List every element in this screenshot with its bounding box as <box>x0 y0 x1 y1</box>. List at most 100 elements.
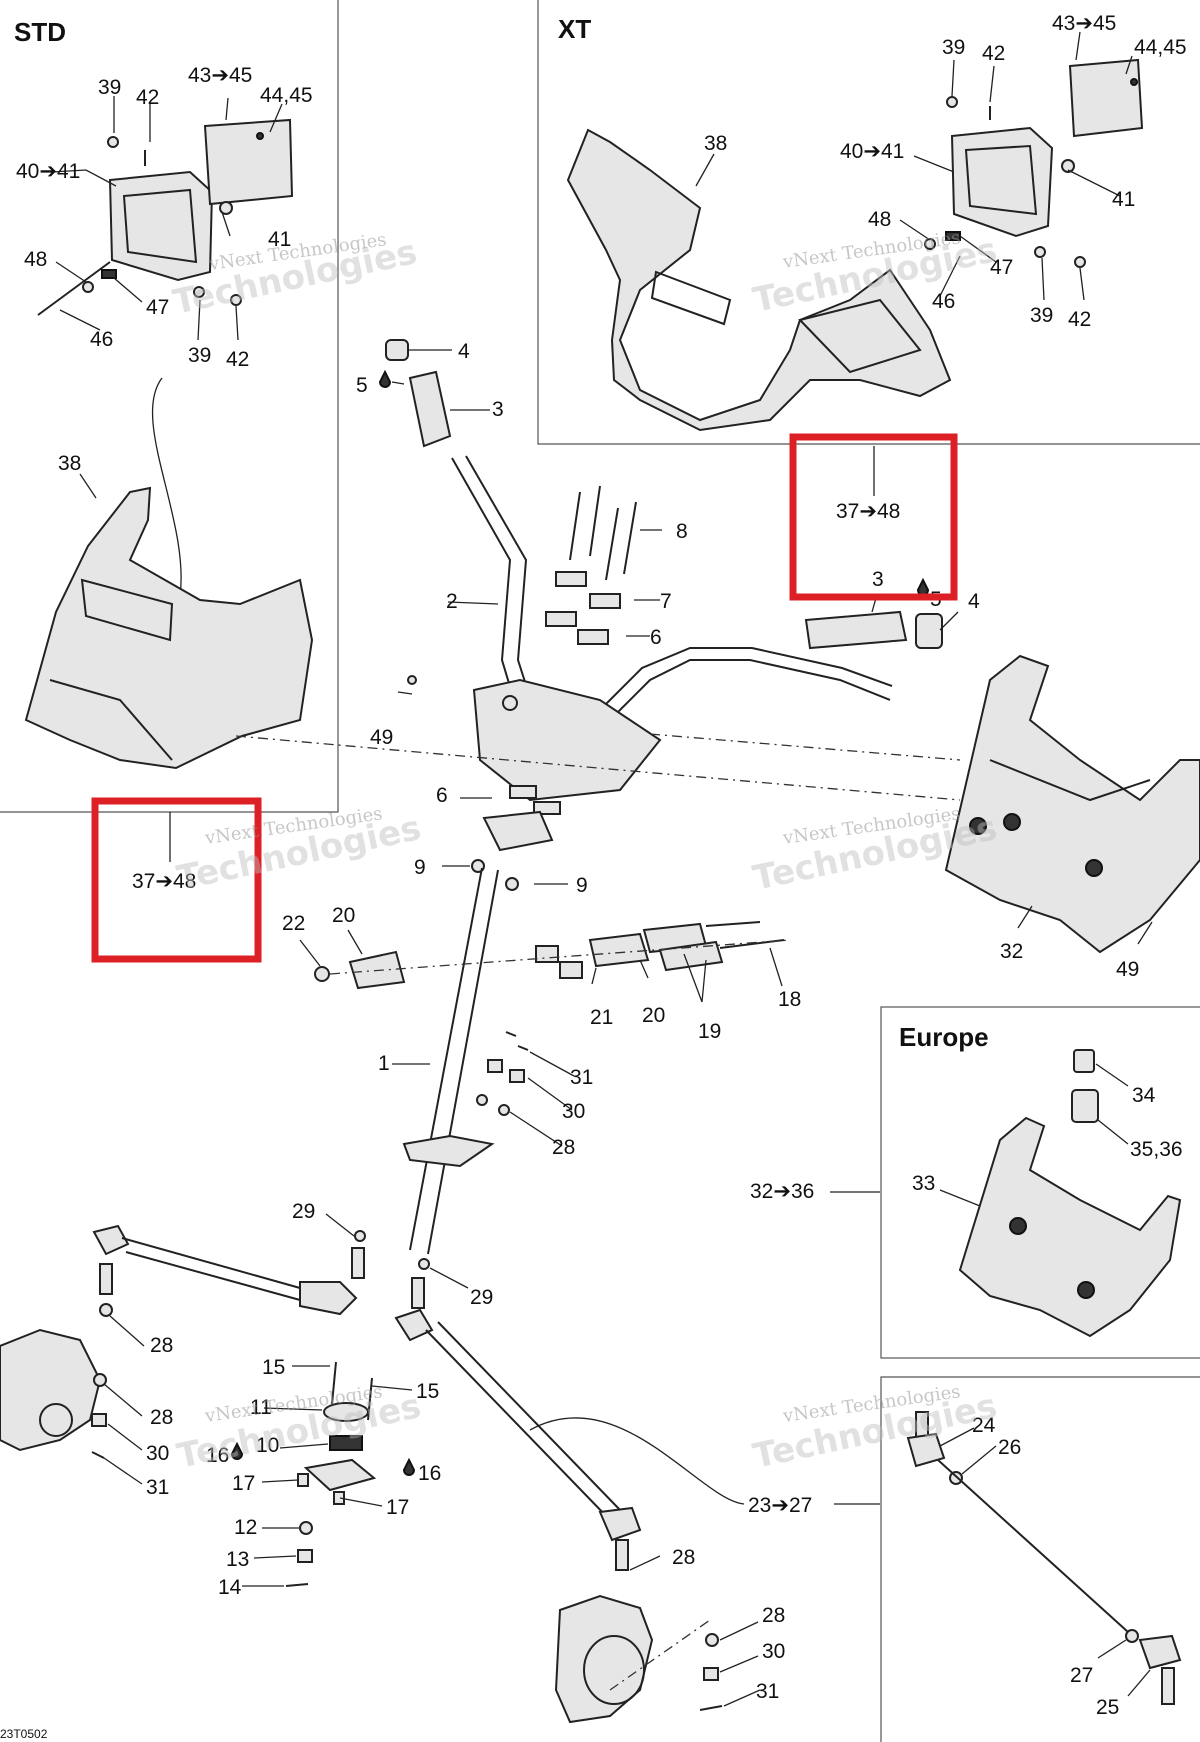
clamp-7-right <box>589 593 621 609</box>
left-rod-end <box>92 1224 130 1256</box>
callout-eu-34: 34 <box>1132 1084 1156 1107</box>
tierod-panel-frame <box>880 1376 1200 1742</box>
nut-17-right <box>333 1491 345 1505</box>
callout-xt-42b: 42 <box>1068 308 1091 331</box>
callout-5: 5 <box>356 374 368 397</box>
right-grip-group <box>804 577 943 650</box>
xt-headlight-bulb-unit <box>1068 58 1144 138</box>
tierod-detail <box>906 1411 1182 1705</box>
jam-nut-27 <box>1125 1629 1139 1643</box>
top-grip-group <box>378 339 452 448</box>
callout-49: 49 <box>370 726 393 749</box>
right-grip <box>804 610 908 650</box>
section-title-std: STD <box>14 17 66 47</box>
callout-xt-47: 47 <box>990 256 1013 279</box>
column-flange <box>402 1134 495 1168</box>
washer-29-left <box>354 1230 366 1242</box>
std-arrow-curve <box>151 377 182 597</box>
jam-nut-26 <box>949 1471 963 1485</box>
callout-11: 11 <box>250 1396 272 1419</box>
left-rod-shaft-2 <box>125 1251 301 1301</box>
tierod-end-bottom <box>1138 1634 1182 1670</box>
steering-column <box>402 867 499 1255</box>
callout-31c: 31 <box>756 1680 779 1703</box>
callout-r3: 3 <box>872 568 884 591</box>
washer-28-right <box>705 1633 719 1647</box>
callout-12: 12 <box>234 1516 257 1539</box>
europe-knob-1 <box>1009 1217 1027 1235</box>
clamp-6-left <box>545 611 577 627</box>
callout-29: 29 <box>292 1200 315 1223</box>
std-bolt <box>37 261 111 316</box>
callout-xt-43-45: 43➔45 <box>1052 12 1116 35</box>
europe-switch-34 <box>1073 1049 1095 1073</box>
xt-panel-frame <box>537 0 1200 445</box>
callout-std-39b: 39 <box>188 344 211 367</box>
screw-49 <box>407 675 417 685</box>
center-rod-shaft-2 <box>437 1321 623 1513</box>
std-headlight-bulb-unit <box>203 118 294 206</box>
washer-29-right <box>418 1258 430 1270</box>
callout-std-40-41: 40➔41 <box>16 160 80 183</box>
callout-30: 30 <box>562 1100 585 1123</box>
tierod-end-top <box>906 1432 946 1468</box>
washer-12 <box>299 1521 313 1535</box>
std-headlight-leaders <box>51 96 283 341</box>
bracket-20-right <box>588 932 650 968</box>
callout-20b: 20 <box>642 1004 665 1027</box>
xt-screw-2 <box>1074 256 1086 268</box>
xt-fairing-guard <box>798 298 922 374</box>
callout-std-39: 39 <box>98 76 121 99</box>
callout-16b: 16 <box>418 1462 441 1485</box>
left-knuckle <box>0 1263 113 1459</box>
callout-std-41: 41 <box>268 228 291 251</box>
callout-xt-40-41: 40➔41 <box>840 140 904 163</box>
callout-17b: 17 <box>386 1496 409 1519</box>
column-hardware <box>476 1031 529 1116</box>
console-32 <box>944 654 1200 954</box>
callout-13: 13 <box>226 1548 249 1571</box>
right-stud <box>411 1277 425 1309</box>
callout-std-38: 38 <box>58 452 81 475</box>
callout-28c: 28 <box>150 1406 173 1429</box>
std-washer-2 <box>82 281 94 293</box>
callout-17: 17 <box>232 1472 255 1495</box>
adhesive-drop-icon <box>378 369 392 388</box>
leader-2 <box>447 601 499 605</box>
left-knuckle-stud <box>99 1263 113 1295</box>
callout-25: 25 <box>1096 1696 1119 1719</box>
callout-28e: 28 <box>762 1604 785 1627</box>
callout-xt-46: 46 <box>932 290 955 313</box>
clamp-6-right <box>577 629 609 645</box>
std-headlight-opening <box>122 188 198 264</box>
xt-nut <box>1061 159 1075 173</box>
xt-washer-3 <box>1034 246 1046 258</box>
console-body <box>944 654 1200 954</box>
std-fairing-decal <box>80 578 174 642</box>
left-tie-rod <box>92 1224 366 1316</box>
left-rod-shaft <box>121 1237 301 1289</box>
std-fairing-body <box>24 486 314 770</box>
bearing-plate <box>303 1458 377 1492</box>
callout-xt-48: 48 <box>868 208 891 231</box>
linkage-group <box>314 921 785 990</box>
callout-6b: 6 <box>436 784 448 807</box>
callout-2: 2 <box>446 590 458 613</box>
callout-29b: 29 <box>470 1286 493 1309</box>
console-knob-1 <box>969 817 987 835</box>
callout-1: 1 <box>378 1052 390 1075</box>
callout-37-48-right: 37➔48 <box>836 500 900 523</box>
drawing-code: 23T0502 <box>0 1727 48 1741</box>
xt-headlight-opening <box>964 144 1038 216</box>
center-rod-ball-joint <box>598 1506 642 1542</box>
column-right-edge <box>427 869 499 1255</box>
nut-30-right <box>703 1667 719 1681</box>
center-rod-shaft <box>425 1329 611 1521</box>
callout-3: 3 <box>492 398 504 421</box>
xt-fairing-decal <box>650 270 732 326</box>
leader-xt-38 <box>695 153 715 187</box>
callout-std-44-45: 44,45 <box>260 84 313 107</box>
callout-28b: 28 <box>150 1334 173 1357</box>
